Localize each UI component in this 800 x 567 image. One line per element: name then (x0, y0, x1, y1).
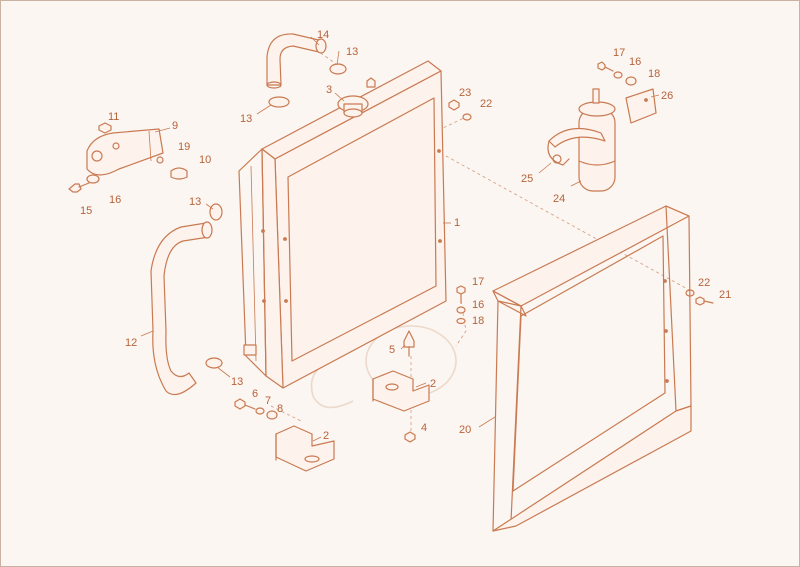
label-8: 8 (277, 403, 283, 415)
label-24: 24 (553, 193, 565, 205)
label-2a: 2 (430, 378, 436, 390)
label-22a: 22 (480, 98, 492, 110)
label-18b: 18 (472, 315, 484, 327)
label-11: 11 (108, 111, 119, 123)
label-25: 25 (521, 173, 533, 185)
lower-hose (150, 221, 213, 396)
label-14: 14 (317, 29, 329, 41)
label-23: 23 (459, 87, 471, 99)
fan-shroud (492, 205, 692, 532)
label-16a: 16 (109, 194, 121, 206)
label-10: 10 (199, 154, 211, 166)
part-labels: 1 2 2 3 4 5 6 7 8 9 10 11 12 13 13 13 13… (80, 29, 731, 442)
foot-brackets (275, 370, 430, 472)
label-2b: 2 (323, 430, 329, 442)
label-13c: 13 (189, 196, 201, 208)
leader-lines (140, 36, 660, 442)
label-13a: 13 (346, 46, 358, 58)
label-9: 9 (172, 120, 178, 132)
hose-clamps (205, 63, 347, 369)
label-17a: 17 (613, 47, 625, 59)
upper-bracket (86, 128, 164, 176)
label-26: 26 (661, 90, 673, 102)
reservoir-assembly (547, 88, 657, 192)
upper-hose (266, 33, 327, 89)
label-19: 19 (178, 141, 190, 153)
label-16c: 16 (472, 299, 484, 311)
label-4: 4 (421, 422, 427, 434)
label-15: 15 (80, 205, 92, 217)
label-1: 1 (454, 217, 460, 229)
label-13d: 13 (231, 376, 243, 388)
label-3: 3 (326, 84, 332, 96)
label-6: 6 (252, 388, 258, 400)
label-20: 20 (459, 424, 471, 436)
label-7: 7 (265, 395, 271, 407)
label-16b: 16 (629, 56, 641, 68)
label-13b: 13 (240, 113, 252, 125)
label-18a: 18 (648, 68, 660, 80)
small-hardware (68, 61, 714, 443)
label-21: 21 (719, 289, 731, 301)
label-22b: 22 (698, 277, 710, 289)
filler-cap (337, 95, 369, 118)
label-17b: 17 (472, 276, 484, 288)
label-5: 5 (389, 344, 395, 356)
label-12: 12 (125, 337, 137, 349)
